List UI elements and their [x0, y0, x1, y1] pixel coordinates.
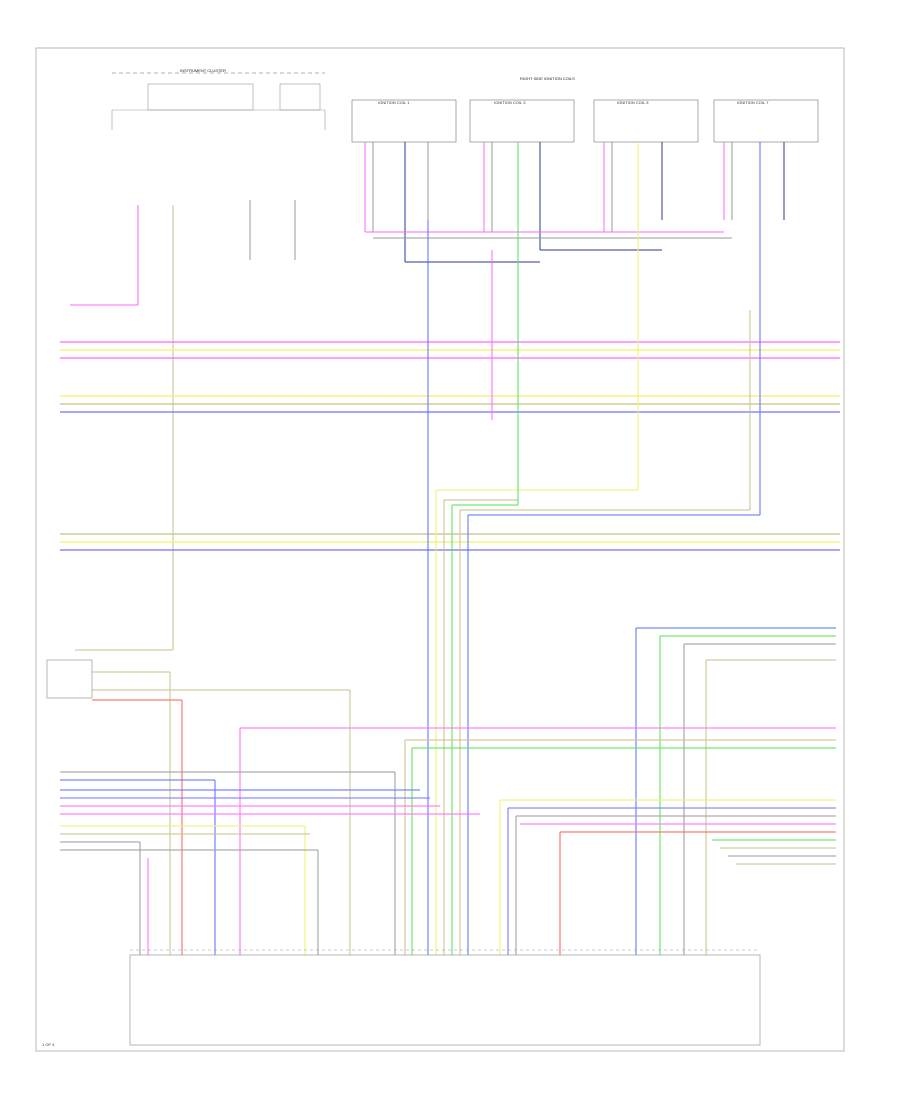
- ignition-coil-7: IGNITION COIL 7: [713, 99, 819, 143]
- left-lower-bundle: [46, 659, 480, 955]
- instrument-cluster-title: INSTRUMENT CLUSTER: [180, 68, 226, 73]
- ignition-coil-1: IGNITION COIL 1: [351, 99, 457, 143]
- ignition-coil-5-label: IGNITION COIL 5: [617, 100, 649, 105]
- main-bus-wires: [60, 341, 840, 551]
- ignition-coils-title: RIGHT SIDE IGNITION COILS: [520, 76, 575, 81]
- pcm-feeders: [427, 220, 761, 955]
- instrument-cluster-block: INSTRUMENT CLUSTER: [111, 68, 326, 130]
- ignition-coil-5: IGNITION COIL 5: [593, 99, 699, 143]
- diagram-frame: [35, 47, 845, 1052]
- ignition-coil-1-label: IGNITION COIL 1: [378, 100, 410, 105]
- ignition-coil-7-label: IGNITION COIL 7: [737, 100, 769, 105]
- ignition-coil-3-label: IGNITION COIL 3: [494, 100, 526, 105]
- pcm-module: [129, 949, 761, 1046]
- cluster-pigtails: [70, 200, 296, 651]
- right-lower-bundle: [239, 627, 836, 955]
- page-number: 1 OF 4: [42, 1042, 55, 1047]
- coil-harness: [364, 142, 785, 263]
- ignition-coil-3: IGNITION COIL 3: [469, 99, 575, 143]
